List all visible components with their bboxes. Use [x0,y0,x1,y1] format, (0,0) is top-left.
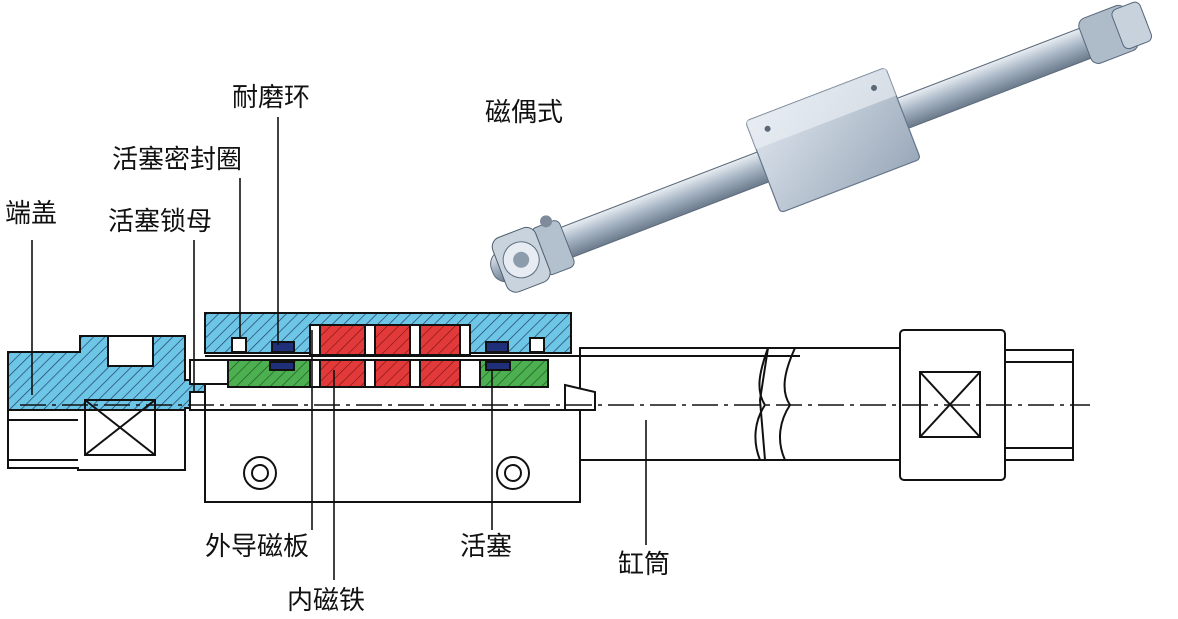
label-outer-guide-plate: 外导磁板 [205,532,309,562]
label-wear-ring: 耐磨环 [232,83,310,113]
port-circle-icon [251,464,269,482]
label-piston-lock-nut: 活塞锁母 [108,207,212,237]
leader-lines [31,117,647,580]
label-piston: 活塞 [460,532,512,562]
cylinder-barrel [579,347,901,461]
label-piston-seal: 活塞密封圈 [112,145,242,175]
product-photo [490,1,1153,293]
label-magnetic-type: 磁偶式 [485,98,563,128]
label-end-cap: 端盖 [5,199,57,229]
slider-body [189,383,596,503]
left-end-cap [7,335,206,471]
slider-section [204,312,572,356]
label-cylinder-barrel: 缸筒 [618,550,670,580]
label-inner-magnet: 内磁铁 [287,586,365,616]
